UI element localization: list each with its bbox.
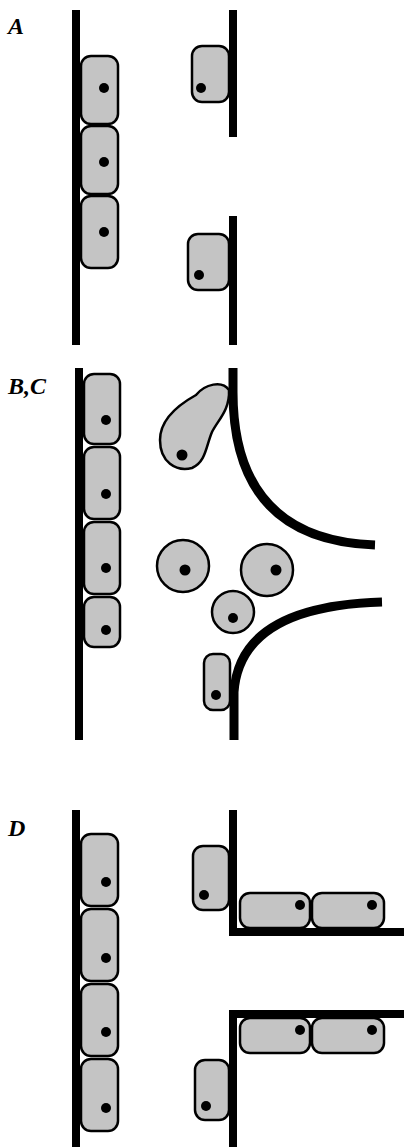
nucleus [367, 1025, 377, 1035]
nucleus [101, 953, 111, 963]
vessel-wall [233, 368, 375, 545]
vessel-wall [75, 368, 83, 740]
endothelial-cell [81, 984, 118, 1056]
endothelial-cell [81, 126, 118, 194]
nucleus [101, 1103, 111, 1113]
migrating-cell [160, 384, 229, 469]
nucleus [101, 625, 111, 635]
vessel-wall [72, 10, 80, 345]
nucleus [211, 690, 221, 700]
sprout-cell [312, 893, 384, 928]
endothelial-cell [84, 447, 120, 519]
panel-a-figure [72, 10, 237, 345]
endothelial-cell [81, 909, 118, 981]
endothelial-cell [81, 56, 118, 124]
panel-label: B,C [8, 374, 46, 398]
sprout-cell [240, 893, 310, 928]
nucleus [199, 890, 209, 900]
nucleus [271, 565, 282, 576]
nucleus [101, 489, 111, 499]
endothelial-cell [188, 234, 229, 290]
endothelial-cell [192, 46, 229, 102]
nucleus [99, 157, 109, 167]
endothelial-cell [84, 374, 120, 444]
panel-label: D [8, 816, 25, 840]
nucleus [196, 83, 206, 93]
endothelial-cell [193, 846, 229, 910]
nucleus [101, 877, 111, 887]
sprout-cell [240, 1018, 310, 1053]
endothelial-cell [204, 654, 230, 710]
endothelial-cell [195, 1060, 229, 1120]
endothelial-cell [81, 1059, 118, 1131]
endothelial-cell [84, 522, 120, 594]
endothelial-cell [81, 834, 118, 906]
nucleus [180, 565, 191, 576]
endothelial-cell [81, 196, 118, 268]
nucleus [201, 1101, 211, 1111]
rounded-cell [157, 540, 209, 592]
vessel-wall [72, 810, 80, 1147]
nucleus [99, 227, 109, 237]
panel-label: A [8, 14, 24, 38]
rounded-cell [212, 591, 254, 633]
panel-d-figure [72, 810, 404, 1147]
nucleus [99, 83, 109, 93]
nucleus [295, 1025, 305, 1035]
rounded-cell [241, 544, 293, 596]
nucleus [101, 415, 111, 425]
panel-bc-figure [75, 368, 382, 740]
nucleus [194, 270, 204, 280]
nucleus [177, 450, 188, 461]
nucleus [295, 900, 305, 910]
nucleus [101, 1027, 111, 1037]
nucleus [367, 900, 377, 910]
endothelial-cell [84, 597, 120, 647]
nucleus [101, 563, 111, 573]
nucleus [228, 613, 238, 623]
sprout-cell [312, 1018, 384, 1053]
vessel-wall [234, 602, 382, 740]
